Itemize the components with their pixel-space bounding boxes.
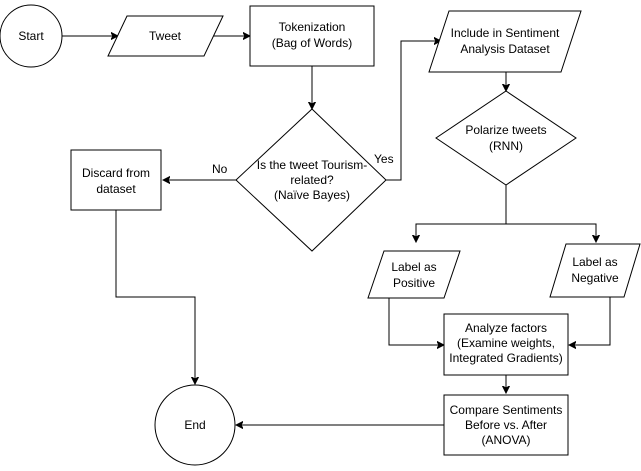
edge-positive-to-analyze: [388, 298, 444, 345]
edge-label-no: No: [212, 162, 228, 176]
edge-negative-to-analyze: [569, 297, 611, 345]
edge-discard-to-end: [115, 210, 195, 384]
tweet-node: Tweet: [107, 15, 224, 57]
include-label-line1: Include in Sentiment: [451, 26, 560, 40]
negative-label-line1: Label as: [572, 255, 617, 269]
discard-label-line1: Discard from: [82, 166, 150, 180]
analyze-label-line1: Analyze factors: [465, 321, 547, 335]
decision-label-line1: Is the tweet Tourism-: [257, 158, 367, 172]
decision-label-line2: related?: [290, 173, 334, 187]
compare-label-line3: (ANOVA): [481, 433, 530, 447]
compare-label-line2: Before vs. After: [465, 418, 547, 432]
tweet-label: Tweet: [149, 29, 182, 43]
include-dataset-node: Include in Sentiment Analysis Dataset: [428, 10, 582, 73]
edge-decision-yes-to-include: [386, 41, 441, 181]
tokenization-label-line1: Tokenization: [279, 20, 346, 34]
negative-label-line2: Negative: [571, 271, 619, 285]
label-positive-node: Label as Positive: [367, 250, 461, 299]
positive-label-line1: Label as: [391, 260, 436, 274]
tokenization-node: Tokenization (Bag of Words): [249, 5, 375, 67]
connectors: [62, 36, 611, 425]
positive-label-line2: Positive: [393, 276, 435, 290]
polarize-label-line1: Polarize tweets: [465, 123, 546, 137]
start-node: Start: [0, 4, 63, 68]
include-label-line2: Analysis Dataset: [460, 42, 550, 56]
edge-label-yes: Yes: [374, 152, 394, 166]
polarize-label-line2: (RNN): [489, 139, 523, 153]
compare-label-line1: Compare Sentiments: [450, 403, 563, 417]
end-label: End: [184, 418, 205, 432]
discard-label-line2: dataset: [96, 182, 136, 196]
analyze-factors-node: Analyze factors (Examine weights, Integr…: [443, 313, 569, 376]
decision-label-line3: (Naïve Bayes): [274, 188, 350, 202]
end-node: End: [154, 384, 236, 466]
edge-polarize-to-negative: [506, 223, 596, 242]
tourism-decision-node: Is the tweet Tourism- related? (Naïve Ba…: [235, 108, 387, 252]
analyze-label-line2: (Examine weights,: [457, 336, 555, 350]
tokenization-label-line2: (Bag of Words): [272, 36, 352, 50]
label-negative-node: Label as Negative: [549, 243, 641, 298]
analyze-label-line3: Integrated Gradients): [449, 351, 562, 365]
start-label: Start: [18, 29, 44, 43]
discard-node: Discard from dataset: [70, 149, 162, 211]
edge-polarize-split: [416, 185, 507, 242]
compare-sentiments-node: Compare Sentiments Before vs. After (ANO…: [443, 394, 569, 456]
polarize-node: Polarize tweets (RNN): [435, 90, 577, 186]
